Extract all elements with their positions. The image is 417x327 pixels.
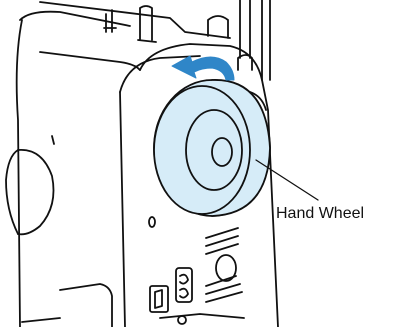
machine-upper-face [17, 20, 22, 327]
dial-marker [52, 136, 54, 144]
dial-depth [6, 150, 18, 234]
machine-top-surface [40, 2, 230, 38]
base-screw [178, 316, 186, 324]
machine-top-edge [20, 12, 130, 26]
panel-screw [149, 217, 155, 227]
vent-button [216, 255, 236, 281]
power-socket-pins [180, 275, 188, 298]
rotation-arrow-icon [172, 56, 234, 80]
spool-pin-left [104, 10, 116, 32]
machine-base [22, 284, 112, 327]
base-plate [160, 314, 244, 318]
hand-wheel-label: Hand Wheel [276, 205, 364, 223]
machine-end-front-edge [120, 92, 125, 327]
power-switch-rocker [155, 290, 162, 308]
spool-pin-center [138, 6, 156, 42]
machine-shoulder [40, 52, 140, 70]
power-switch [150, 286, 168, 312]
thread-rod-inner [262, 0, 270, 80]
hand-wheel-hub-inner [212, 138, 232, 166]
dial-outline [18, 150, 54, 234]
